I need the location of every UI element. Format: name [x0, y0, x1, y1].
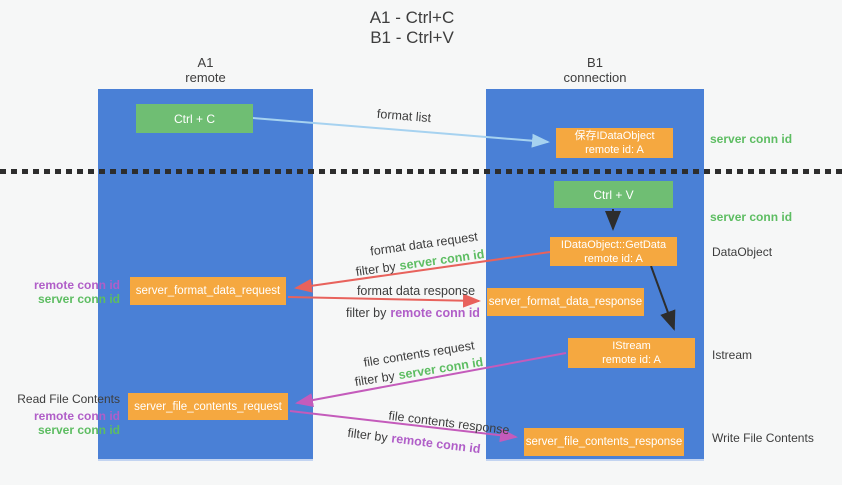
format-data-response-label: format data response: [356, 284, 476, 298]
save-idataobject-remote-id: remote id: A: [585, 144, 644, 156]
ctrl-c-box: Ctrl + C: [136, 104, 253, 133]
server-format-data-response-label: server_format_data_response: [488, 296, 643, 308]
idataobject-getdata-box: IDataObject::GetData remote id: A: [550, 237, 677, 266]
lane-header-b1: B1 connection: [486, 55, 704, 85]
server-conn-id-right-mid: server conn id: [710, 210, 793, 224]
server-format-data-response-box: server_format_data_response: [487, 288, 644, 316]
server-file-contents-response-label: server_file_contents_response: [525, 436, 683, 448]
read-file-contents-label: Read File Contents: [17, 392, 120, 406]
lane-b1-role: connection: [563, 70, 627, 85]
istream-box: IStream remote id: A: [568, 338, 695, 368]
lane-header-a1: A1 remote: [98, 55, 313, 85]
istream-title: IStream: [612, 340, 651, 352]
getdata-title: IDataObject::GetData: [560, 238, 667, 251]
istream-remote-id: remote id: A: [602, 354, 661, 366]
server-format-data-request-label: server_format_data_request: [135, 285, 281, 297]
server-conn-id-right-top: server conn id: [710, 132, 793, 146]
write-file-contents-label: Write File Contents: [712, 431, 814, 445]
server-conn-id-left-1: server conn id: [37, 292, 120, 306]
getdata-remote-id: remote id: A: [584, 252, 643, 265]
ctrl-v-label: Ctrl + V: [593, 187, 634, 202]
ctrl-v-box: Ctrl + V: [554, 181, 673, 208]
istream-side-label: Istream: [712, 348, 753, 362]
format-list-label: format list: [376, 106, 432, 126]
lane-b1-name: B1: [587, 55, 603, 70]
save-idataobject-box: 保存IDataObject remote id: A: [556, 128, 673, 158]
title-line-2: B1 - Ctrl+V: [370, 28, 454, 47]
server-file-contents-response-box: server_file_contents_response: [524, 428, 684, 456]
remote-conn-id-text: remote conn id: [390, 431, 482, 457]
server-file-contents-request-label: server_file_contents_request: [134, 400, 282, 413]
diagram-title: A1 - Ctrl+C B1 - Ctrl+V: [262, 8, 562, 48]
conn-id-group-left-top: remote conn id server conn id: [34, 278, 120, 306]
ctrl-c-label: Ctrl + C: [173, 111, 215, 126]
dataobject-side-label: DataObject: [712, 245, 773, 259]
server-format-data-request-box: server_format_data_request: [130, 277, 286, 305]
filter-by-text: filter by: [354, 259, 397, 279]
remote-conn-id-left-2: remote conn id: [33, 409, 120, 423]
title-line-1: A1 - Ctrl+C: [369, 8, 455, 27]
session-divider-dotted-line: [0, 169, 842, 174]
save-idataobject-title: 保存IDataObject: [574, 130, 655, 142]
server-conn-id-left-2: server conn id: [37, 423, 120, 437]
remote-conn-id-text: remote conn id: [390, 306, 480, 320]
remote-conn-id-left-1: remote conn id: [33, 278, 120, 292]
lane-a1-role: remote: [185, 70, 226, 85]
server-file-contents-request-box: server_file_contents_request: [128, 393, 288, 420]
conn-id-group-left-bottom: remote conn id server conn id: [34, 409, 120, 437]
filter-by-text: filter by: [346, 425, 389, 445]
filter-by-text: filter by: [353, 368, 396, 390]
lane-a1-name: A1: [197, 55, 214, 70]
filter-by-text: filter by: [346, 306, 387, 320]
